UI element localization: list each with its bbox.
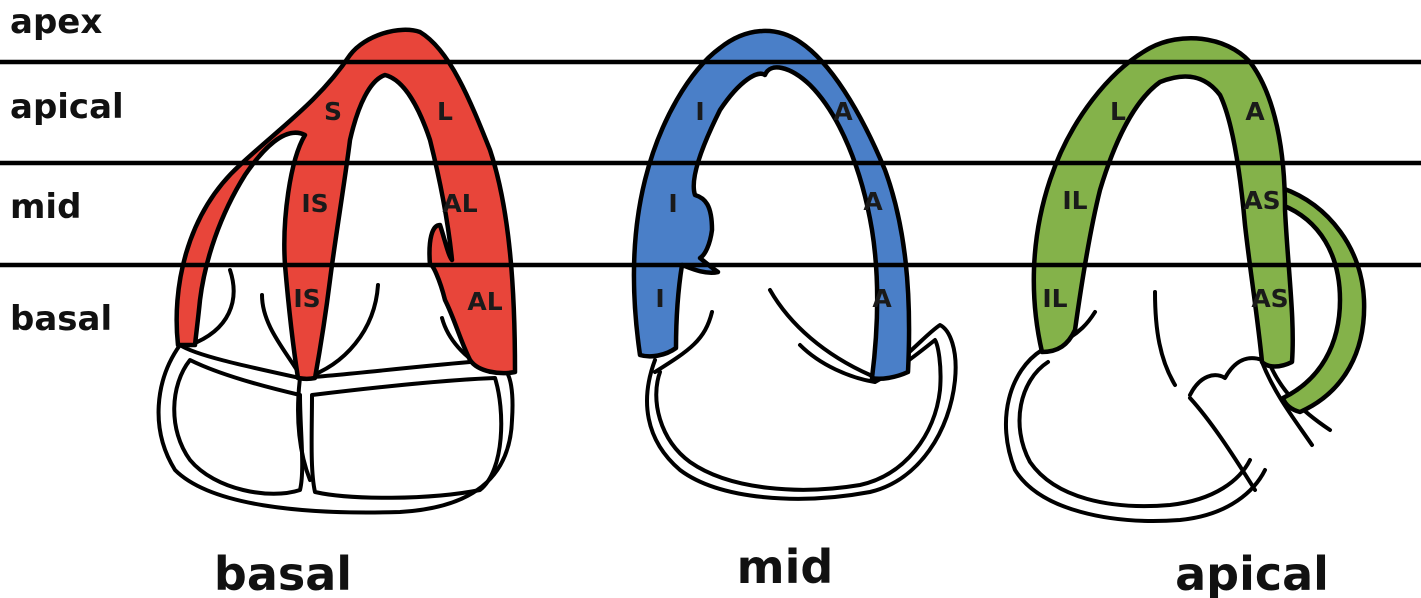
level-label-apical: apical [10, 87, 124, 127]
basal-myocardium [174, 27, 518, 382]
segment-label-apical-as-mid: AS [1243, 186, 1280, 215]
segment-label-apical-il-mid: IL [1062, 186, 1087, 215]
segment-label-mid-a-apical: A [833, 97, 853, 126]
segment-label-apical-l: L [1110, 97, 1126, 126]
segment-label-mid-i-apical: I [695, 97, 704, 126]
level-label-mid: mid [10, 187, 81, 227]
segment-label-apical-il-basal: IL [1042, 284, 1067, 313]
mid-valve-outline [645, 288, 958, 501]
caption-mid: mid [737, 540, 834, 594]
caption-basal: basal [214, 547, 352, 598]
caption-apical: apical [1175, 547, 1329, 598]
level-lines [0, 59, 1421, 268]
segment-label-mid-a-basal: A [872, 284, 892, 313]
segment-label-basal-l: L [437, 97, 453, 126]
segment-label-mid-i-basal: I [655, 284, 664, 313]
mid-myocardium [631, 28, 912, 381]
segment-label-apical-as-basal: AS [1251, 284, 1288, 313]
segment-label-basal-al-basal: AL [467, 287, 502, 316]
view-apical: L A IL AS IL AS apical [1004, 36, 1367, 598]
level-label-apex: apex [10, 2, 102, 42]
segment-label-mid-a-mid: A [863, 187, 883, 216]
view-mid: I A I A I A mid [631, 28, 958, 594]
basal-atria-outline [172, 358, 504, 500]
level-labels: apex apical mid basal [10, 2, 124, 339]
segment-label-basal-is-mid: IS [301, 189, 328, 218]
segment-label-apical-a: A [1245, 97, 1265, 126]
segment-label-basal-al-mid: AL [442, 189, 477, 218]
segment-label-mid-i-mid: I [668, 189, 677, 218]
segment-label-basal-is-basal: IS [293, 284, 320, 313]
view-basal: S L IS AL IS AL basal [156, 27, 518, 598]
level-label-basal: basal [10, 299, 112, 339]
segment-label-basal-s: S [324, 97, 342, 126]
apical-outflow-arm [1279, 185, 1367, 415]
apical-myocardium [1031, 36, 1295, 369]
